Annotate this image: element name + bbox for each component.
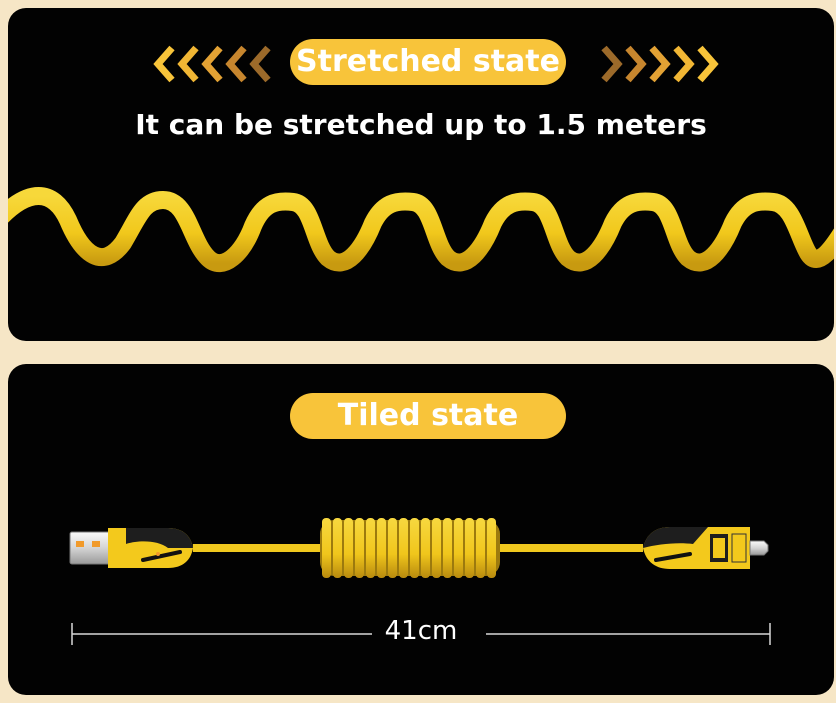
coiled-cable-diagram xyxy=(69,518,771,645)
length-dimension-line xyxy=(71,623,771,645)
stretch-description: It can be stretched up to 1.5 meters xyxy=(135,108,707,141)
usb-a-connector-icon xyxy=(69,528,193,568)
chevrons-right-icon xyxy=(601,45,719,83)
cable-length-label: 41cm xyxy=(384,616,458,646)
lightning-connector-icon xyxy=(643,527,769,569)
stretched-coil-cable xyxy=(8,187,834,273)
stretched-state-panel: Stretched state It can be stretched up t… xyxy=(8,8,834,341)
tiled-state-badge: Tiled state xyxy=(290,393,566,439)
stretched-state-badge: Stretched state xyxy=(290,39,566,85)
tiled-state-panel: Tiled state xyxy=(8,364,834,695)
chevrons-left-icon xyxy=(153,45,271,83)
cable-coil xyxy=(320,518,500,578)
